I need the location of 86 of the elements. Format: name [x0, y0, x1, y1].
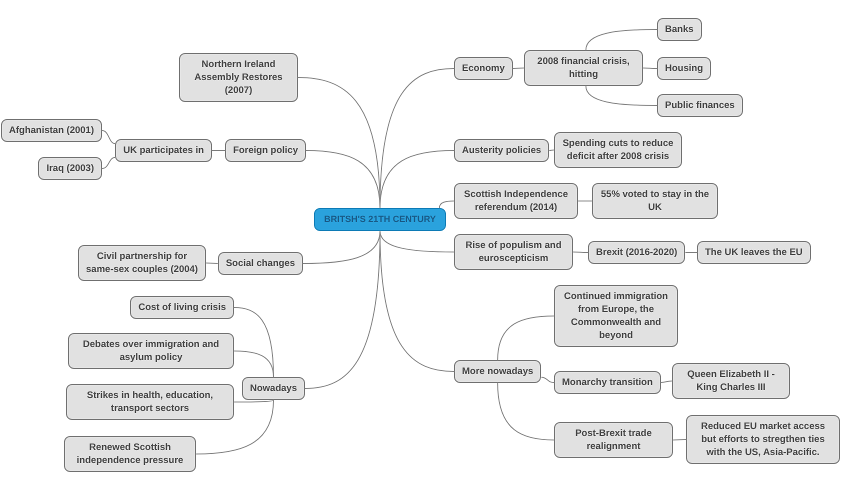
topic-box	[68, 333, 234, 369]
topic-label: Spending cuts to reduce deficit after 2008 crisis	[562, 137, 674, 163]
topic-label: Brexit (2016-2020)	[596, 246, 678, 259]
topic-label: Austerity policies	[462, 144, 542, 157]
central-topic-box	[314, 208, 446, 231]
connector-line	[102, 130, 116, 144]
connector-line	[196, 400, 274, 454]
connector-line	[548, 150, 554, 151]
topic-label: More nowadays	[462, 365, 534, 378]
connector-line	[540, 376, 554, 383]
topic-box	[672, 363, 790, 399]
connector-line	[672, 439, 686, 440]
topic-label: Post-Brexit trade realignment	[574, 427, 653, 453]
connector-line	[306, 150, 380, 208]
connector-line	[578, 200, 592, 202]
connector-line	[234, 350, 274, 378]
topic-label: 2008 financial crisis, hitting	[536, 55, 631, 81]
topic-label: Cost of living crisis	[138, 301, 226, 314]
topic-label: Afghanistan (2001)	[9, 124, 94, 137]
topic-box	[657, 57, 711, 80]
topic-label: Queen Elizabeth II - King Charles III	[686, 368, 776, 394]
connector-line	[585, 29, 658, 50]
topic-label: Strikes in health, education, transport sectors	[86, 389, 214, 415]
connector-line	[234, 400, 274, 402]
topic-label: BRITSH'S 21TH CENTURY	[324, 213, 436, 226]
topic-box	[38, 157, 102, 180]
topic-label: Foreign policy	[233, 144, 298, 157]
topic-box	[78, 245, 206, 281]
topic-box	[588, 241, 686, 264]
topic-box	[524, 50, 643, 86]
connector-line	[497, 316, 554, 360]
topic-box	[454, 57, 513, 80]
topic-label: Reduced EU market access but efforts to stregthen ties with the US, Asia-Pacific.	[700, 420, 826, 459]
topic-label: Monarchy transition	[562, 376, 653, 389]
topic-label: Debates over immigration and asylum policy	[82, 338, 220, 364]
topic-box	[64, 436, 196, 472]
connector-line	[304, 230, 380, 389]
topic-label: Nowadays	[250, 382, 297, 395]
connector-line	[438, 200, 454, 208]
connector-line	[380, 230, 454, 252]
connector-line	[684, 252, 698, 253]
topic-box	[554, 371, 661, 394]
topic-label: Iraq (2003)	[46, 162, 94, 175]
connector-line	[660, 380, 672, 383]
topic-label: Banks	[665, 23, 694, 36]
topic-box	[697, 241, 811, 264]
topic-label: Public finances	[665, 99, 735, 112]
topic-box	[115, 139, 212, 162]
topic-label: Social changes	[226, 257, 295, 270]
topic-box	[686, 415, 840, 464]
topic-box	[454, 139, 550, 162]
topic-label: Renewed Scottish independence pressure	[76, 441, 184, 467]
topic-label: Civil partnership for same-sex couples (2004)	[86, 250, 198, 276]
connector-line	[102, 156, 116, 169]
topic-label: Scottish Independence referendum (2014)	[463, 188, 569, 214]
topic-box	[225, 139, 306, 162]
topic-box	[242, 377, 305, 400]
connector-line	[497, 382, 554, 440]
topic-box	[1, 119, 102, 142]
topic-box	[66, 384, 234, 420]
topic-box	[554, 422, 673, 458]
topic-box	[657, 94, 743, 117]
topic-box	[179, 53, 298, 102]
connector-line	[572, 252, 588, 253]
topic-label: Housing	[665, 62, 703, 75]
connector-line	[212, 150, 226, 151]
connector-line	[512, 68, 524, 69]
topic-label: The UK leaves the EU	[705, 246, 803, 259]
topic-label: 55% voted to stay in the UK	[600, 188, 710, 214]
topic-box	[218, 252, 303, 275]
topic-label: Continued immigration from Europe, the Commonwealth and beyond	[563, 290, 669, 342]
topic-label: Rise of populism and euroscepticism	[464, 239, 563, 265]
topic-box	[454, 183, 578, 219]
topic-box	[130, 296, 234, 319]
topic-box	[554, 285, 678, 347]
topic-box	[657, 18, 702, 41]
topic-box	[554, 132, 682, 168]
topic-label: Northern Ireland Assembly Restores (2007)	[193, 58, 284, 97]
topic-box	[454, 234, 573, 270]
topic-label: Economy	[462, 62, 505, 75]
topic-box	[454, 360, 542, 383]
topic-box	[592, 183, 718, 219]
connector-line	[642, 68, 658, 69]
connector-line	[585, 86, 658, 106]
topic-label: UK participates in	[123, 144, 204, 157]
connector-line	[206, 262, 218, 264]
